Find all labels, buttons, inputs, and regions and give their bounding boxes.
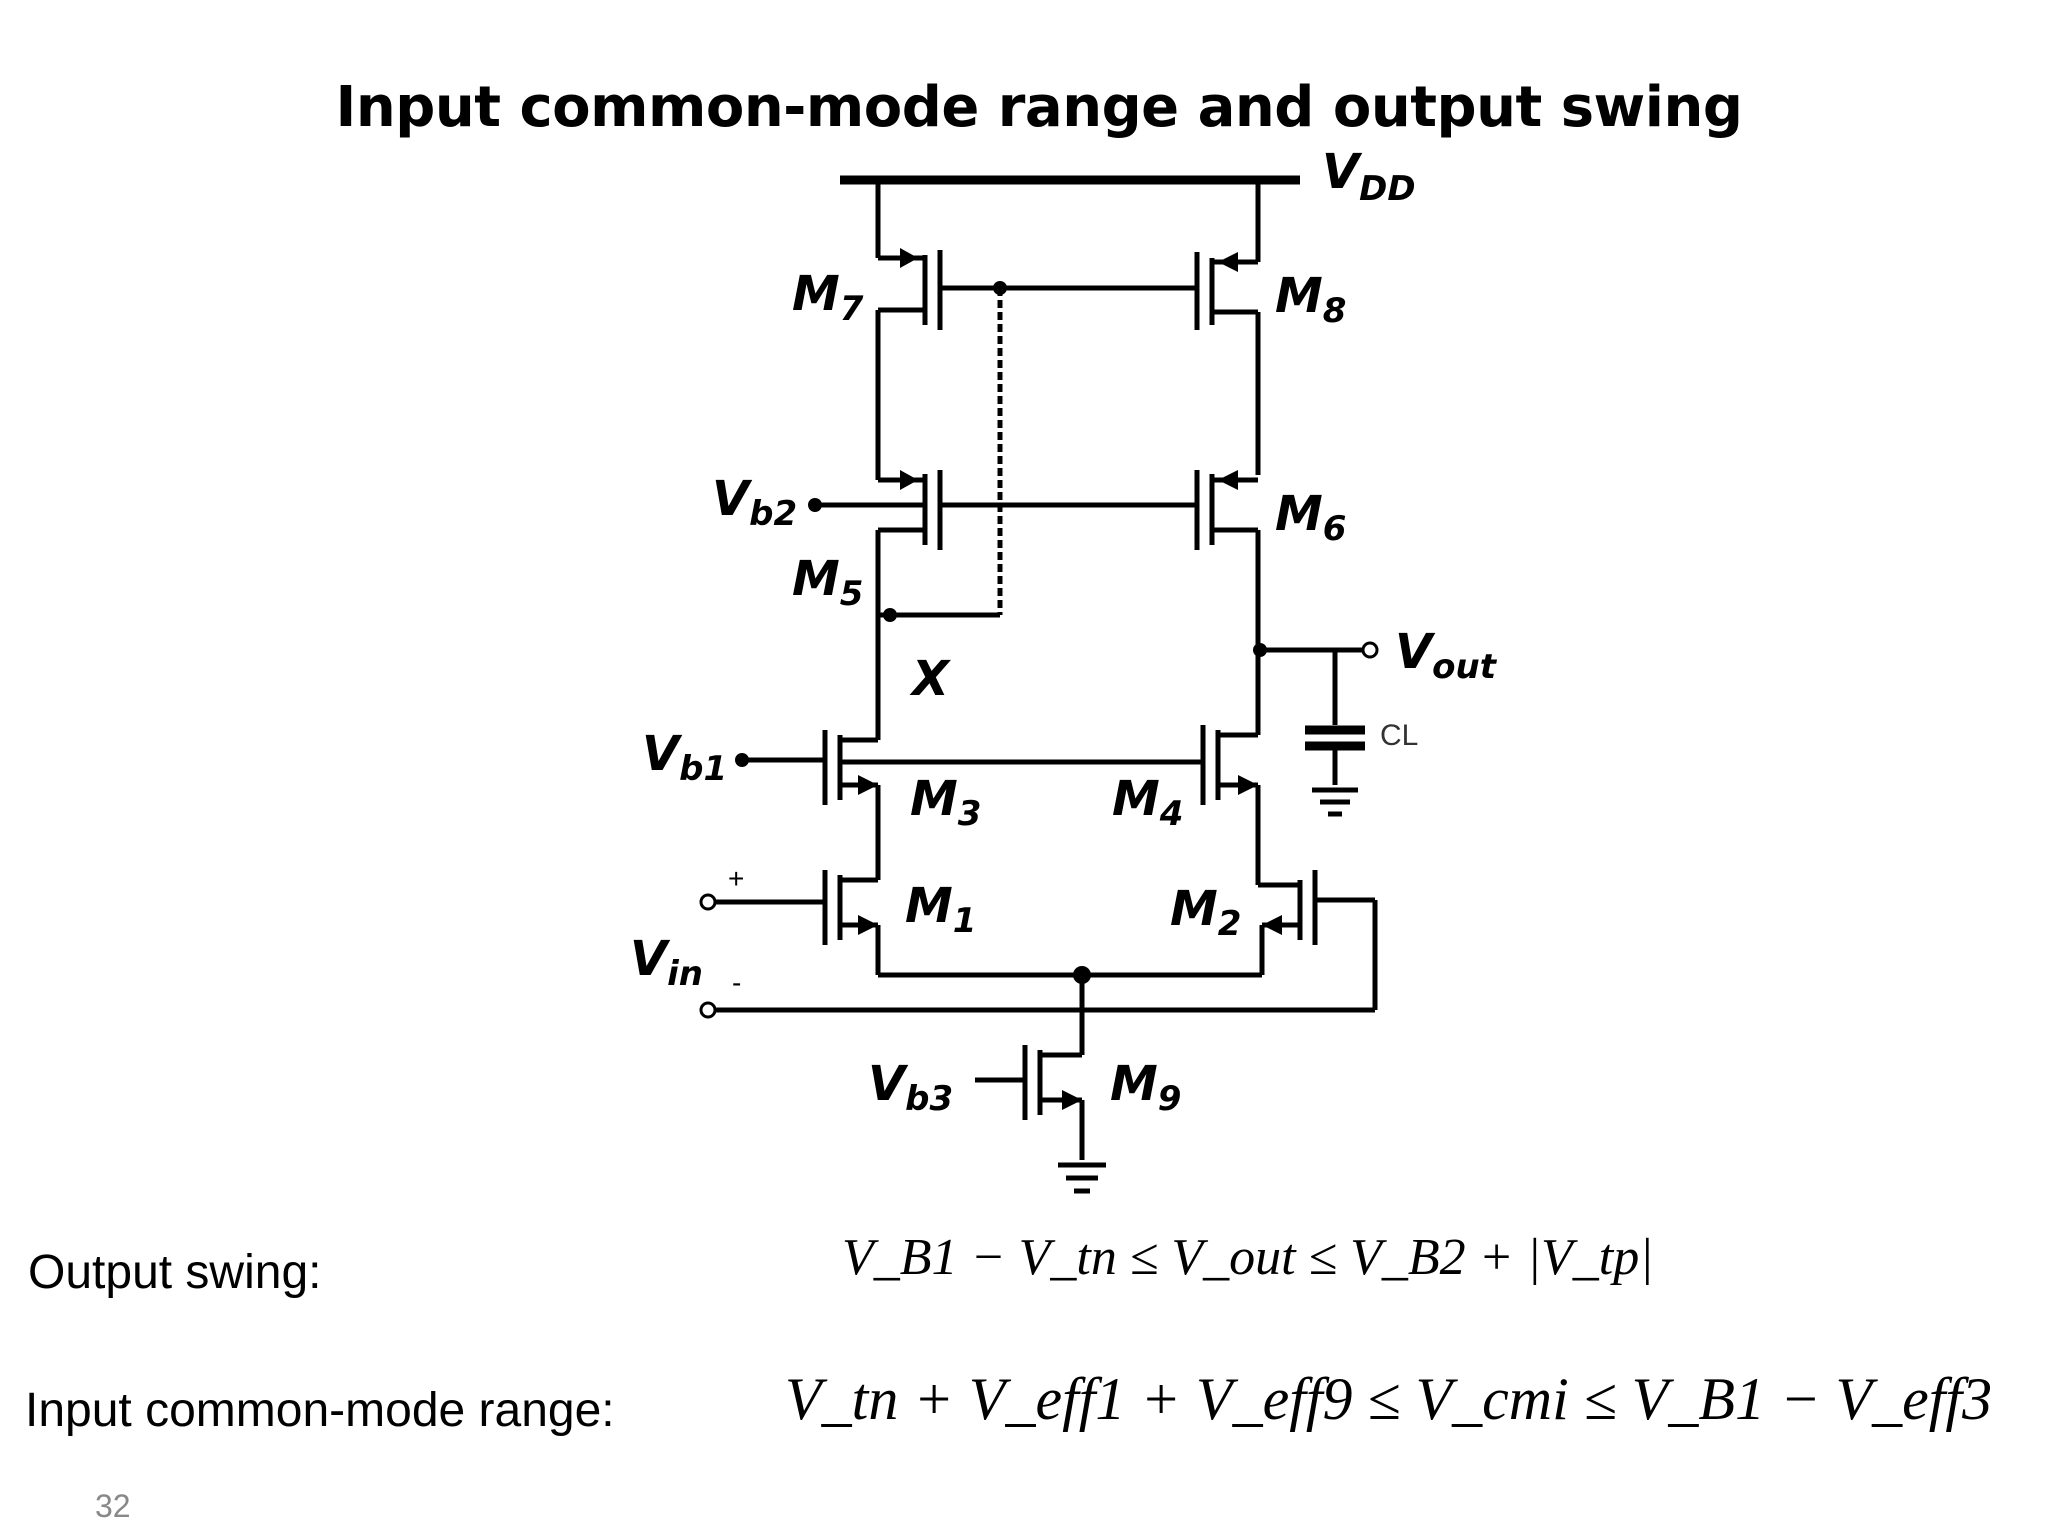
input-cm-range-label: Input common-mode range: [25, 1384, 615, 1437]
vdd-label: VDD [1322, 144, 1416, 209]
m5-label: M5 [792, 551, 863, 614]
transistor-m9 [975, 1045, 1085, 1160]
input-cm-range-expression: V_tn + V_eff1 + V_eff9 ≤ V_cmi ≤ V_B1 − … [785, 1366, 1993, 1432]
vin-label: Vin [630, 931, 703, 994]
vb1-label: Vb1 [642, 726, 727, 789]
m1-label: M1 [905, 878, 976, 941]
input-cm-range-equation: V_tn + V_eff1 + V_eff9 ≤ V_cmi ≤ V_B1 − … [785, 1365, 1992, 1434]
node-x-label: X [909, 651, 951, 707]
m4-label: M4 [1112, 771, 1183, 834]
transistor-m6 [1194, 470, 1261, 735]
transistor-m5 [875, 470, 943, 740]
m7-label: M7 [792, 266, 864, 329]
transistor-m8 [1194, 180, 1261, 475]
m8-label: M8 [1275, 268, 1346, 331]
transistor-m2 [1258, 870, 1318, 975]
m2-label: M2 [1170, 881, 1241, 944]
output-swing-label: Output swing: [28, 1246, 322, 1299]
output-swing-expression: V_B1 − V_tn ≤ V_out ≤ V_B2 + |V_tp| [842, 1229, 1654, 1286]
vb2-label: Vb2 [712, 471, 797, 534]
m9-label: M9 [1110, 1056, 1181, 1119]
transistor-m4 [1200, 725, 1261, 885]
m6-label: M6 [1275, 486, 1346, 549]
transistor-m7 [875, 180, 943, 480]
cl-label: CL [1380, 719, 1418, 752]
transistor-m3 [822, 730, 881, 880]
vb3-label: Vb3 [868, 1056, 953, 1119]
transistor-m1 [822, 870, 881, 975]
output-swing-equation: V_B1 − V_tn ≤ V_out ≤ V_B2 + |V_tp| [842, 1228, 1654, 1287]
vin-plus-sign: + [728, 863, 744, 894]
m3-label: M3 [910, 771, 981, 834]
vout-label: Vout [1395, 624, 1498, 687]
vin-minus-sign: - [732, 967, 741, 998]
slide-title: Input common-mode range and output swing [335, 75, 1743, 140]
page-number: 32 [95, 1488, 131, 1524]
